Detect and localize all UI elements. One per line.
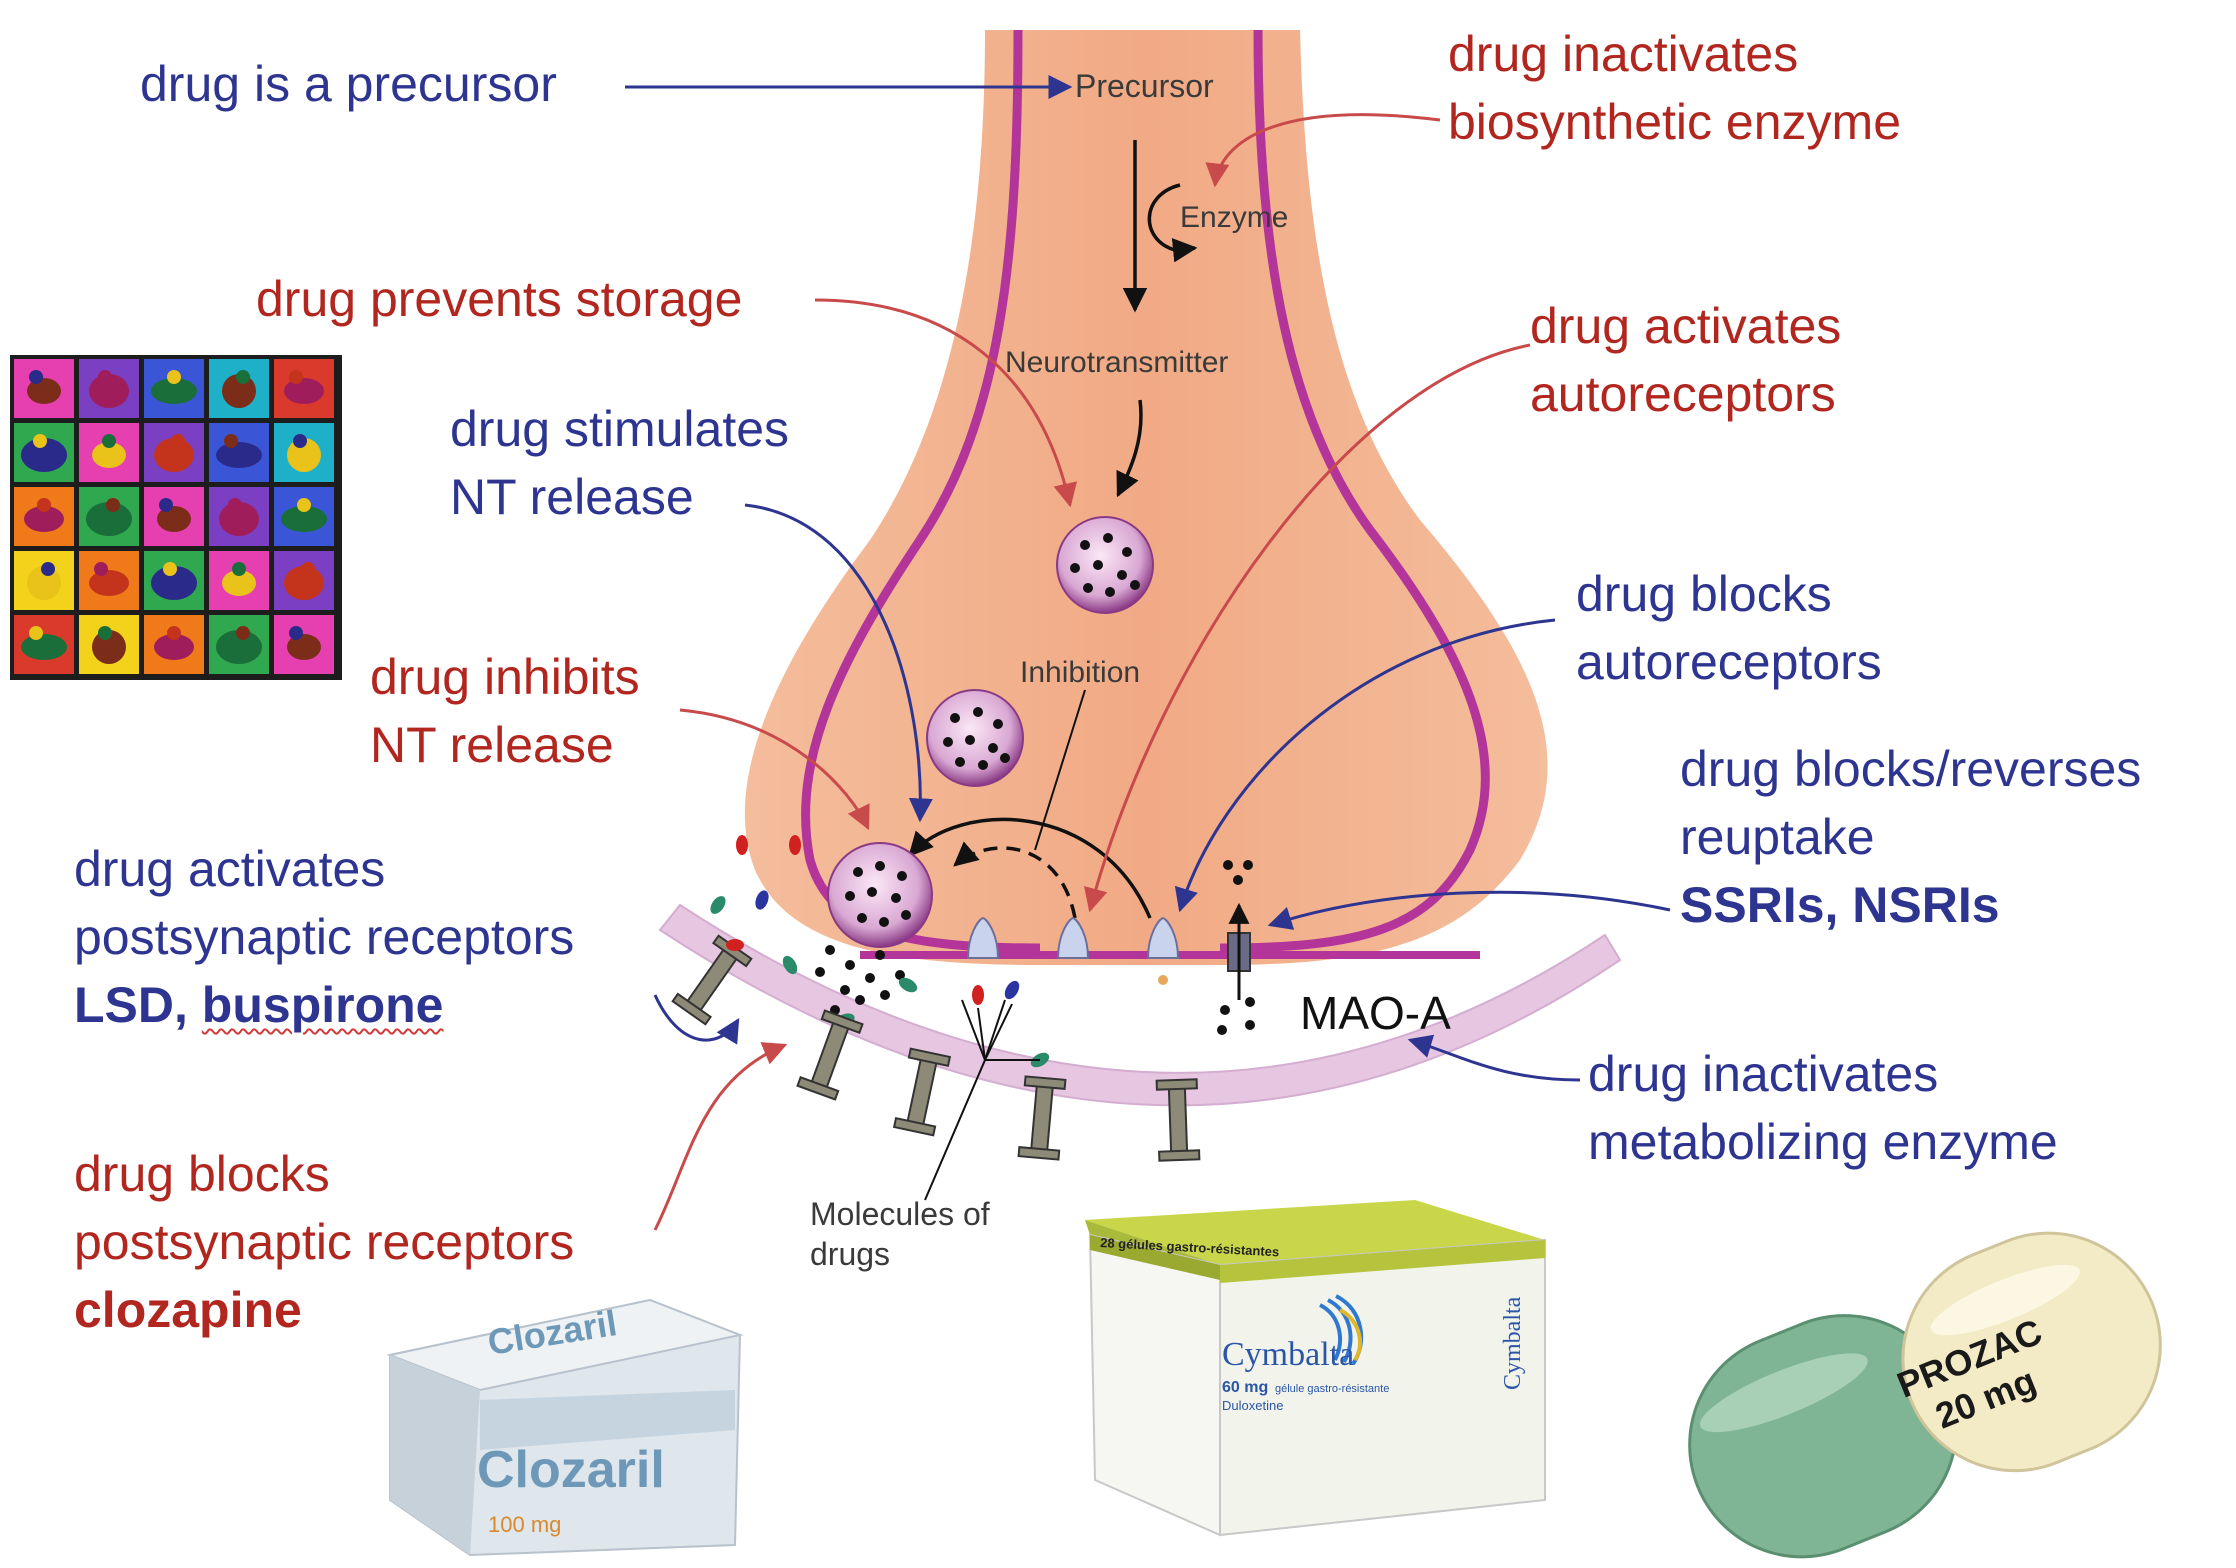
blotter-figure-head [224,434,238,448]
blotter-figure [154,634,194,660]
release-arrow [908,817,1152,919]
cymbalta-sub: gélule gastro-résistante [1275,1383,1389,1395]
blotter-figure-head [167,370,181,384]
blotter-figure [284,378,324,404]
molecules-text-line2: drugs [810,1236,890,1272]
blotter-figure [24,506,64,532]
blotter-figure [154,438,194,472]
blotter-figure [89,374,129,408]
blotter-figure-head [37,498,51,512]
vesicle-middle [926,689,1024,787]
presynaptic-membrane-right [1219,29,1490,953]
blotter-figure [284,566,324,600]
cymbalta-generic: Duloxetine [1222,1398,1283,1413]
blotter-figure [86,502,132,536]
prozac-capsule-image: PROZAC 20 mg [1688,1231,2162,1559]
blotter-figure [216,442,262,468]
label-activates-autoreceptors: drug activates autoreceptors [1530,298,1842,422]
label-inhibits-nt-release: drug inhibits NT release [370,649,640,773]
blotter-figure [27,566,61,600]
blotter-figure [281,506,327,532]
enzyme-text: Enzyme [1180,201,1288,234]
blotter-figure-head [232,562,246,576]
blotter-figure-head [98,370,112,384]
autoreceptors [966,916,1180,985]
blotter-figure-head [236,626,250,640]
blotter-figure-head [102,434,116,448]
blotter-figure [89,570,129,596]
released-neurotransmitter [815,945,905,1015]
blotter-figure-head [98,626,112,640]
blotter-figure-head [293,434,307,448]
blotter-figure-head [297,498,311,512]
label-inactivates-biosynthetic-enzyme: drug inactivates biosynthetic enzyme [1448,26,1902,150]
blotter-figure-head [236,370,250,384]
blotter-figure-head [106,498,120,512]
blotter-figure [21,438,67,472]
neurotransmitter-text: Neurotransmitter [1005,346,1228,379]
blotter-figure [222,570,256,596]
reuptake-transporter [1217,860,1255,1035]
blotter-figure [21,634,67,660]
blotter-figure [92,630,126,664]
label-blocks-postsynaptic-receptors: drug blocks postsynaptic receptors cloza… [74,1146,575,1338]
postsynaptic-membrane [658,903,1622,1107]
molecules-pointer [924,999,1006,1201]
precursor-text: Precursor [1075,68,1214,104]
postsynaptic-receptors [671,934,1201,1162]
clozaril-dose: 100 mg [488,1512,561,1537]
lsd-blotter-image [10,355,342,680]
blotter-figure-head [159,498,173,512]
clozaril-box-image: Clozaril Clozaril 100 mg [386,1298,744,1557]
label-blocks-reverses-reuptake: drug blocks/reverses reuptake SSRIs, NSR… [1680,741,2142,933]
cymbalta-box-image: 28 gélules gastro-résistantes Cymbalta 6… [1085,1200,1546,1537]
blotter-figure [287,438,321,472]
blotter-figure-head [289,626,303,640]
blotter-figure-head [171,434,185,448]
blotter-figure-head [29,626,43,640]
inhibition-text: Inhibition [1020,656,1140,689]
blotter-figure [151,378,197,404]
inhibition-line [1034,689,1086,851]
blotter-figure-head [41,562,55,576]
blotter-figure-head [301,562,315,576]
blotter-figure-head [33,434,47,448]
blotter-figure [219,502,259,536]
blotter-figure [157,506,191,532]
blotter-figure [222,374,256,408]
cymbalta-brand: Cymbalta [1222,1336,1354,1373]
blotter-figure-head [167,626,181,640]
label-inactivates-metabolizing-enzyme: drug inactivates metabolizing enzyme [1588,1046,2058,1170]
label-stimulates-nt-release: drug stimulates NT release [450,401,790,525]
inhibition-dashed-arrow [953,841,1077,919]
blotter-figure [216,630,262,664]
vesicle-fusing [827,842,933,948]
packaging-arrow [1116,399,1143,498]
label-prevents-storage: drug prevents storage [256,271,743,327]
label-mao-a: MAO-A [1300,987,1451,1039]
blotter-figure-head [94,562,108,576]
blotter-figure [287,634,321,660]
enzyme-curl [1147,183,1198,263]
blotter-figure-head [163,562,177,576]
blotter-figure-head [228,498,242,512]
label-blocks-autoreceptors: drug blocks autoreceptors [1576,566,1882,690]
annotation-arrows [625,75,1671,1231]
blotter-figure-head [289,370,303,384]
molecules-text-line1: Molecules of [810,1196,990,1232]
blotter-figure [92,442,126,468]
vesicle-top [1056,516,1154,614]
blotter-figure [27,378,61,404]
blotter-figure-head [29,370,43,384]
cymbalta-dose: 60 mg [1222,1379,1268,1396]
blotter-figure [151,566,197,600]
clozaril-brand: Clozaril [477,1441,665,1499]
cymbalta-side-brand: Cymbalta [1500,1296,1526,1390]
label-drug-is-precursor: drug is a precursor [140,56,557,112]
label-activates-postsynaptic-receptors: drug activates postsynaptic receptors LS… [74,841,575,1033]
